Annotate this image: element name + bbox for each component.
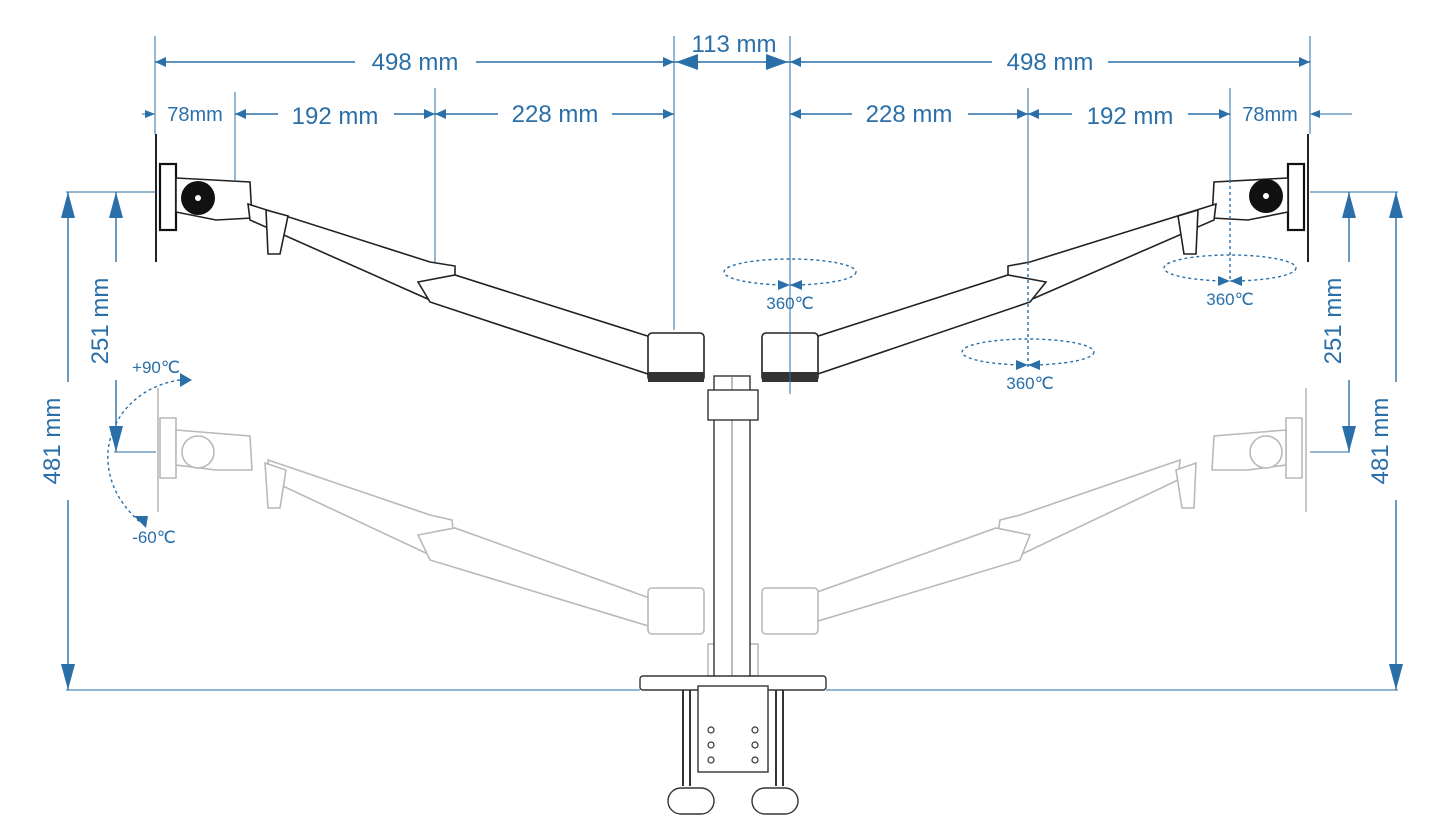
- rotation-labels: 360℃ 360℃ 360℃ +90℃ -60℃: [132, 290, 1254, 547]
- label-tilt-down: -60℃: [132, 528, 176, 547]
- label-left-height-total: 481 mm: [39, 398, 66, 485]
- label-top-right-width: 498 mm: [1007, 49, 1094, 76]
- rotation-markers: [107, 254, 1297, 528]
- label-right-elbow-rotation: 360℃: [1006, 374, 1053, 393]
- label-left-segment-c: 228 mm: [512, 101, 599, 128]
- label-right-height-total: 481 mm: [1367, 398, 1394, 485]
- left-arm: [155, 134, 705, 382]
- dimension-labels: 498 mm 113 mm 498 mm 78mm 192 mm 228 mm …: [39, 31, 1394, 484]
- label-right-segment-b: 192 mm: [1087, 103, 1174, 130]
- label-right-segment-c: 228 mm: [866, 101, 953, 128]
- guide-lines: [66, 36, 1398, 691]
- label-left-segment-b: 192 mm: [292, 103, 379, 130]
- label-right-head-rotation: 360℃: [1206, 290, 1253, 309]
- label-left-height-adjust: 251 mm: [87, 278, 114, 365]
- label-top-center-gap: 113 mm: [692, 31, 777, 58]
- label-tilt-up: +90℃: [132, 358, 180, 377]
- label-right-segment-a: 78mm: [1242, 104, 1298, 126]
- horizontal-dimensions: [142, 54, 1352, 119]
- vertical-dimensions: [61, 192, 1403, 690]
- label-top-left-width: 498 mm: [372, 49, 459, 76]
- label-left-segment-a: 78mm: [167, 104, 223, 126]
- clamp-holes: [707, 726, 759, 764]
- center-pole: [639, 375, 827, 815]
- label-right-height-adjust: 251 mm: [1320, 278, 1347, 365]
- label-center-pivot-rotation: 360℃: [766, 294, 813, 313]
- right-arm: [761, 134, 1309, 382]
